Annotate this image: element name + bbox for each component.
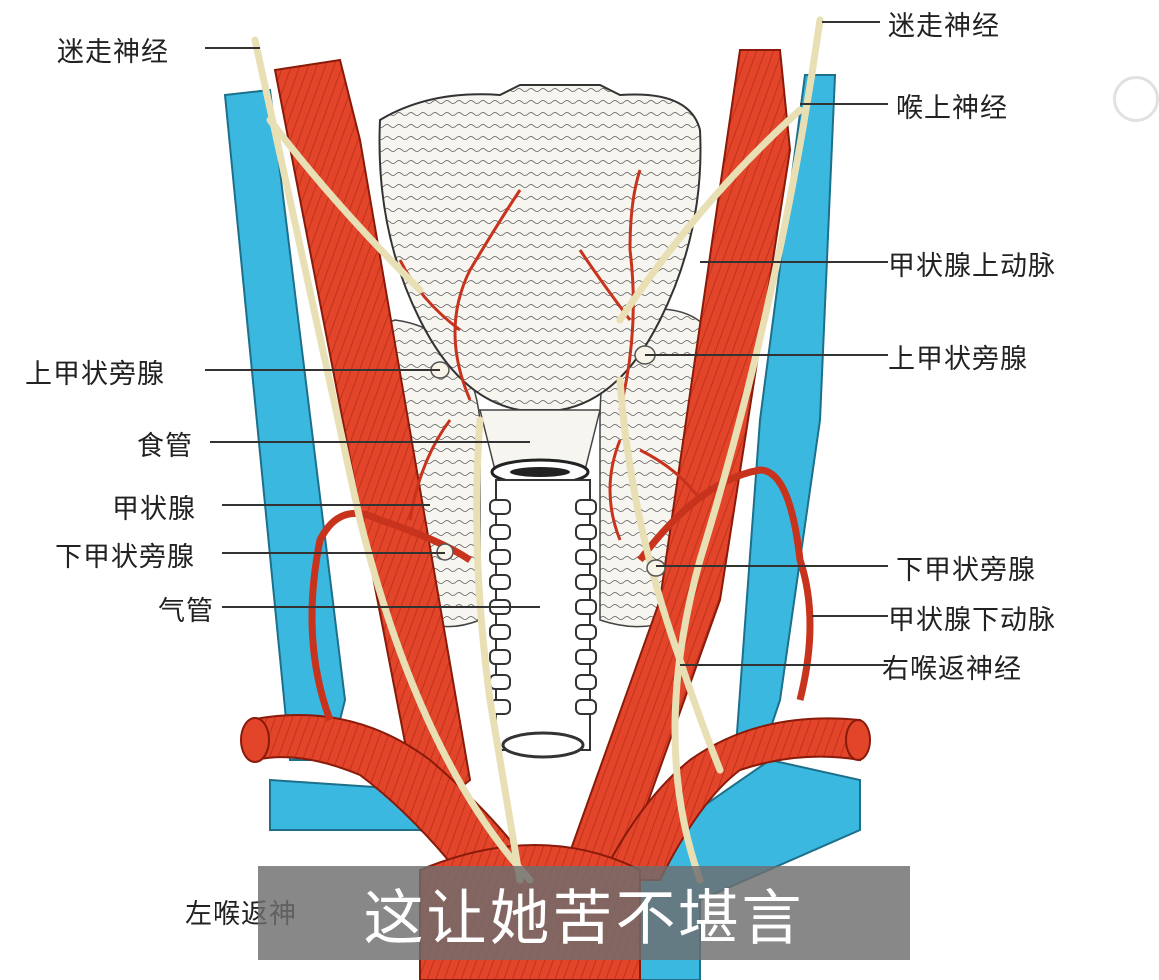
trachea-end — [501, 731, 585, 759]
right-inferior-thyroid-artery — [637, 466, 814, 701]
leader-lines — [205, 21, 888, 666]
superior-laryngeal-nerve — [616, 106, 804, 324]
left-inferior-thyroid-artery — [308, 509, 472, 722]
trachea-rings — [489, 499, 597, 715]
label-trachea: 气管 — [158, 596, 214, 627]
video-subtitle: 这让她苦不堪言 — [258, 866, 910, 960]
right-recurrent-laryngeal-nerve — [616, 376, 724, 774]
subtitle-text: 这让她苦不堪言 — [363, 883, 805, 954]
watermark-logo-icon — [1113, 76, 1159, 122]
left-vagus-nerve — [251, 36, 534, 884]
left-recurrent-laryngeal-nerve — [473, 416, 524, 884]
label-right-vagus-nerve: 迷走神经 — [888, 11, 1000, 42]
label-esophagus: 食管 — [137, 431, 193, 462]
label-right-recurrent-laryngeal-nerve: 右喉返神经 — [882, 654, 1022, 685]
label-thyroid: 甲状腺 — [112, 494, 196, 525]
label-left-superior-parathyroid: 上甲状旁腺 — [25, 359, 165, 390]
left-carotid-artery — [273, 58, 472, 822]
nerves — [251, 16, 824, 884]
right-vagus-nerve — [671, 16, 824, 884]
thyroid-arterial-branches — [398, 169, 702, 541]
label-right-inferior-parathyroid: 下甲状旁腺 — [896, 555, 1036, 586]
label-left-inferior-parathyroid: 下甲状旁腺 — [55, 542, 195, 573]
right-carotid-artery — [558, 49, 792, 881]
label-left-vagus-nerve: 迷走神经 — [57, 37, 169, 68]
right-inferior-parathyroid-gland — [646, 559, 666, 577]
label-right-superior-parathyroid: 上甲状旁腺 — [888, 344, 1028, 375]
label-superior-laryngeal-nerve: 喉上神经 — [896, 93, 1008, 124]
label-inferior-thyroid-artery: 甲状腺下动脉 — [888, 605, 1056, 636]
label-superior-thyroid-artery: 甲状腺上动脉 — [888, 251, 1056, 282]
